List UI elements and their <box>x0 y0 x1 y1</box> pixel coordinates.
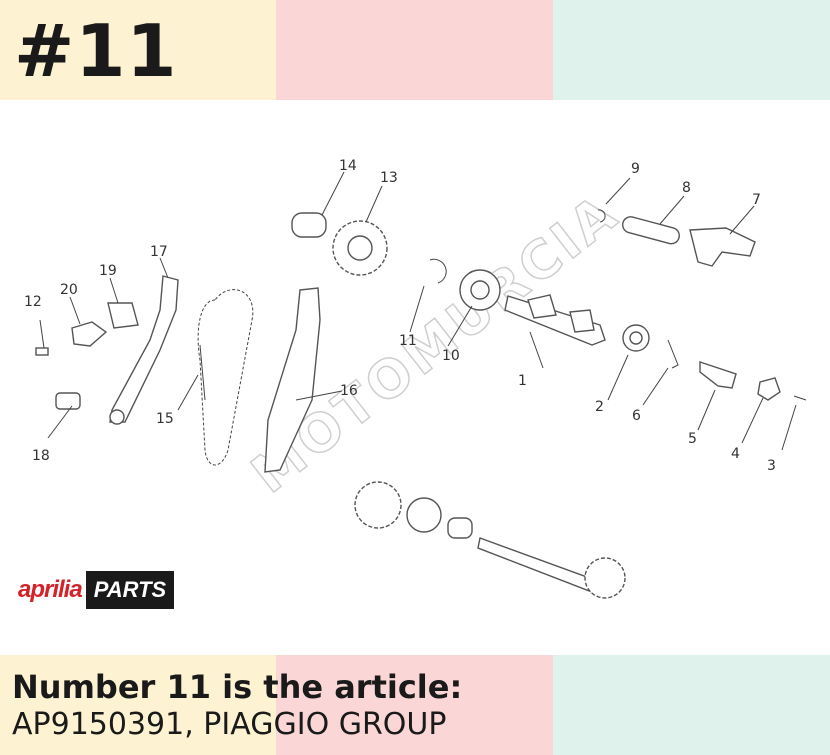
logo-brand-text: aprilia <box>18 576 83 603</box>
circlip-11 <box>429 258 447 284</box>
blade-pivot <box>109 409 125 425</box>
callout-19: 19 <box>99 263 117 279</box>
chain-guide-16 <box>264 287 321 473</box>
band-segment-yellow <box>0 0 276 100</box>
part-number-title: #11 <box>14 9 178 93</box>
callout-4: 4 <box>731 446 740 462</box>
lower-bush <box>447 517 473 539</box>
gasket-19 <box>107 302 139 329</box>
band-segment-mint <box>553 0 830 100</box>
bolt-12 <box>35 347 49 356</box>
fitting-4 <box>757 377 781 401</box>
callout-2: 2 <box>595 399 604 415</box>
callout-1: 1 <box>518 373 527 389</box>
callout-13: 13 <box>380 170 398 186</box>
tensioner-20 <box>71 321 108 347</box>
lower-shaft <box>477 537 596 593</box>
callout-5: 5 <box>688 431 697 447</box>
footer-segment-mint <box>553 655 830 755</box>
callout-9: 9 <box>631 161 640 177</box>
callout-17: 17 <box>150 244 168 260</box>
callout-10: 10 <box>442 348 460 364</box>
rocker-shaft-8 <box>621 216 680 245</box>
footer-segment-yellow <box>0 655 276 755</box>
callout-11: 11 <box>399 333 417 349</box>
lower-gear-right <box>584 557 626 599</box>
callout-12: 12 <box>24 294 42 310</box>
callout-6: 6 <box>632 408 641 424</box>
lower-gear-left <box>354 481 402 529</box>
aprilia-parts-logo: aprilia PARTS <box>14 570 175 610</box>
rocker-arm-7 <box>689 227 756 267</box>
band-segment-pink <box>276 0 553 100</box>
caption-title: Number 11 is the article: <box>12 668 463 706</box>
footer-band <box>0 655 830 755</box>
chain-links <box>199 344 206 401</box>
logo-parts-text: PARTS <box>85 571 175 609</box>
callout-7: 7 <box>752 192 761 208</box>
leader-lines <box>47 171 797 451</box>
callout-8: 8 <box>682 180 691 196</box>
footer-segment-pink <box>276 655 553 755</box>
shaft-5 <box>699 361 737 389</box>
exploded-parts-diagram: MOTOMURCIA <box>24 158 807 599</box>
pivot-pin-18 <box>55 392 81 410</box>
callout-15: 15 <box>156 411 174 427</box>
caption-article: AP9150391, PIAGGIO GROUP <box>12 707 447 742</box>
circlip-9 <box>597 209 606 223</box>
header-band <box>0 0 830 100</box>
callout-3: 3 <box>767 458 776 474</box>
tensioner-blade-17 <box>109 275 179 423</box>
screw-3 <box>793 395 807 401</box>
callout-18: 18 <box>32 448 50 464</box>
decompressor-6 <box>667 339 679 369</box>
callout-14: 14 <box>339 158 357 174</box>
timing-chain <box>197 289 254 466</box>
lower-bearing <box>406 497 442 533</box>
bushing-14 <box>291 212 327 238</box>
callout-16: 16 <box>340 383 358 399</box>
callout-20: 20 <box>60 282 78 298</box>
